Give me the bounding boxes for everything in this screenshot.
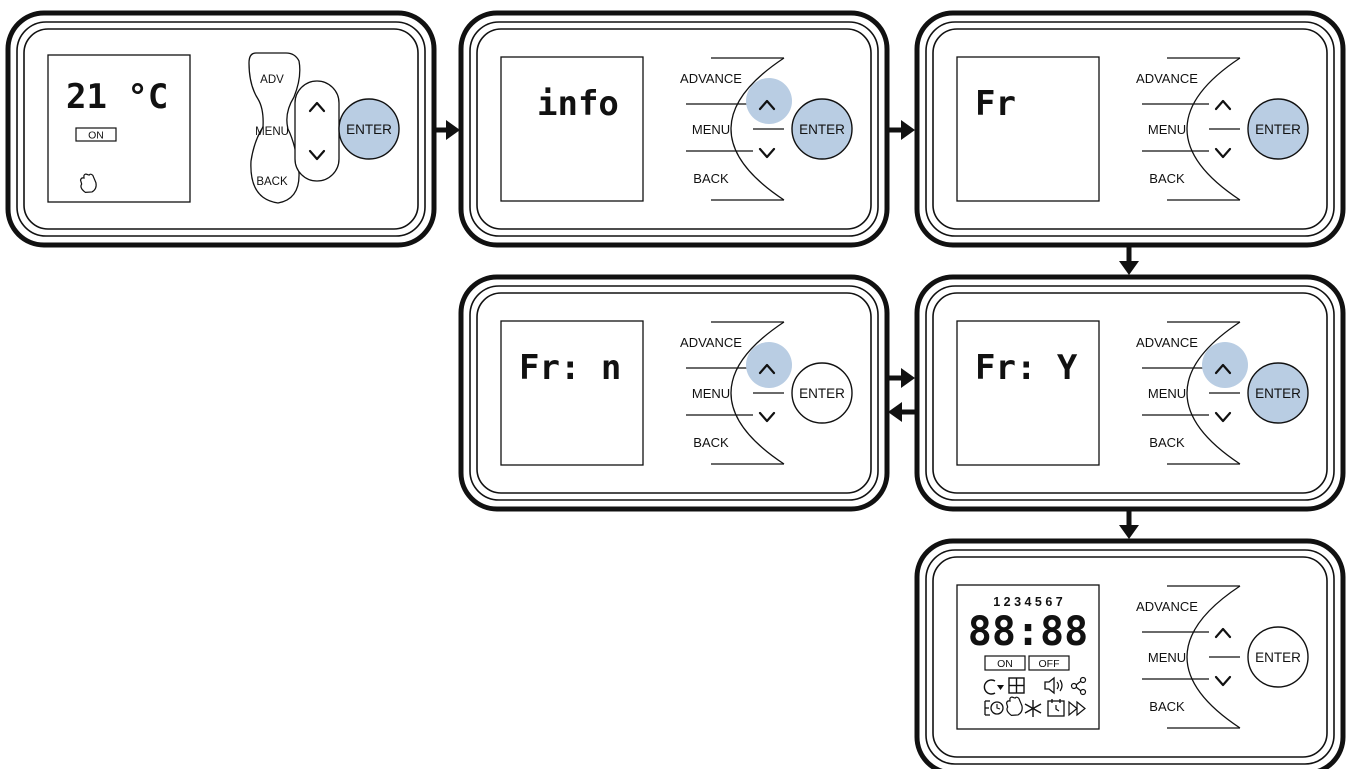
lcd-display: 21 °C <box>66 77 168 117</box>
menu-button[interactable]: MENU <box>255 126 289 138</box>
back-label[interactable]: BACK <box>693 435 729 450</box>
enter-button-label: ENTER <box>346 122 392 137</box>
speaker-icon <box>1044 676 1063 695</box>
advance-label[interactable]: ADVANCE <box>680 335 742 350</box>
rocker-button[interactable] <box>294 80 340 182</box>
panel-5: Fr: Y ADVANCE MENU BACK ENTER <box>917 277 1343 509</box>
advance-label[interactable]: ADVANCE <box>680 71 742 86</box>
menu-label[interactable]: MENU <box>692 122 730 137</box>
lcd-screen <box>956 320 1100 466</box>
arrow-4-to-5 <box>887 368 915 388</box>
advance-label[interactable]: ADVANCE <box>1136 335 1198 350</box>
back-label[interactable]: BACK <box>1149 699 1185 714</box>
arrow-1-to-2 <box>433 120 460 140</box>
timer-icon <box>1047 699 1065 717</box>
arrow-5-to-4 <box>888 402 916 422</box>
panel-3: Fr ADVANCE MENU BACK ENTER <box>917 13 1343 245</box>
panel-1: 21 °C ON ADV MENU BACK ENTER <box>8 13 434 245</box>
weekday-row: 1 2 3 4 5 6 7 <box>993 595 1063 609</box>
lcd-screen <box>500 56 644 202</box>
panel-2: info ADVANCE MENU BACK ENTER <box>461 13 887 245</box>
lcd-display: Fr: n <box>519 348 621 388</box>
rocker-curve <box>1186 585 1241 729</box>
time-display: 88:88 <box>968 609 1088 655</box>
enter-button-label: ENTER <box>799 122 845 137</box>
lcd-display: Fr <box>975 84 1016 124</box>
off-badge-label: OFF <box>1039 658 1060 670</box>
panel-6: 1 2 3 4 5 6 7 88:88 ON OFF ADVANCE MENU … <box>917 541 1343 769</box>
eco-clock-icon <box>984 700 1004 716</box>
enter-button[interactable] <box>338 98 400 160</box>
up-press-highlight <box>1202 342 1248 388</box>
arrow-2-to-3 <box>887 120 915 140</box>
enter-button-label: ENTER <box>1255 122 1301 137</box>
up-press-highlight <box>746 342 792 388</box>
back-label[interactable]: BACK <box>1149 435 1185 450</box>
window-icon <box>1008 677 1025 694</box>
cycle-icon <box>983 679 1004 695</box>
side-button-housing <box>248 52 301 204</box>
menu-label[interactable]: MENU <box>692 386 730 401</box>
hand-icon <box>79 173 97 193</box>
enter-button[interactable] <box>791 362 853 424</box>
rocker-curve <box>1186 321 1241 465</box>
off-badge <box>1028 655 1070 671</box>
enter-button-label: ENTER <box>1255 386 1301 401</box>
up-press-highlight <box>746 78 792 124</box>
rocker-curve <box>730 321 785 465</box>
on-badge-label: ON <box>997 658 1013 670</box>
menu-label[interactable]: MENU <box>1148 122 1186 137</box>
share-icon <box>1070 676 1087 696</box>
rocker-curve <box>730 57 785 201</box>
lcd-screen <box>956 56 1100 202</box>
snowflake-icon <box>1024 700 1042 717</box>
panel-4: Fr: n ADVANCE MENU BACK ENTER <box>461 277 887 509</box>
advance-label[interactable]: ADVANCE <box>1136 71 1198 86</box>
enter-button-label: ENTER <box>1255 650 1301 665</box>
enter-button-label: ENTER <box>799 386 845 401</box>
enter-button[interactable] <box>1247 626 1309 688</box>
status-badge <box>75 127 117 142</box>
status-badge-label: ON <box>88 130 104 142</box>
fast-forward-icon <box>1068 700 1086 717</box>
menu-label[interactable]: MENU <box>1148 650 1186 665</box>
back-label[interactable]: BACK <box>693 171 729 186</box>
back-label[interactable]: BACK <box>1149 171 1185 186</box>
back-button[interactable]: BACK <box>256 176 288 188</box>
adv-button[interactable]: ADV <box>260 74 284 86</box>
lcd-screen <box>47 54 191 203</box>
enter-button[interactable] <box>791 98 853 160</box>
arrow-3-to-5 <box>1119 247 1139 275</box>
arrow-5-to-6 <box>1119 511 1139 539</box>
lcd-display: Fr: Y <box>975 348 1078 388</box>
lcd-screen <box>500 320 644 466</box>
enter-button[interactable] <box>1247 362 1309 424</box>
on-badge <box>984 655 1026 671</box>
rocker-curve <box>1186 57 1241 201</box>
lcd-display: info <box>537 84 619 124</box>
enter-button[interactable] <box>1247 98 1309 160</box>
hand-icon <box>1005 696 1023 716</box>
menu-label[interactable]: MENU <box>1148 386 1186 401</box>
advance-label[interactable]: ADVANCE <box>1136 599 1198 614</box>
